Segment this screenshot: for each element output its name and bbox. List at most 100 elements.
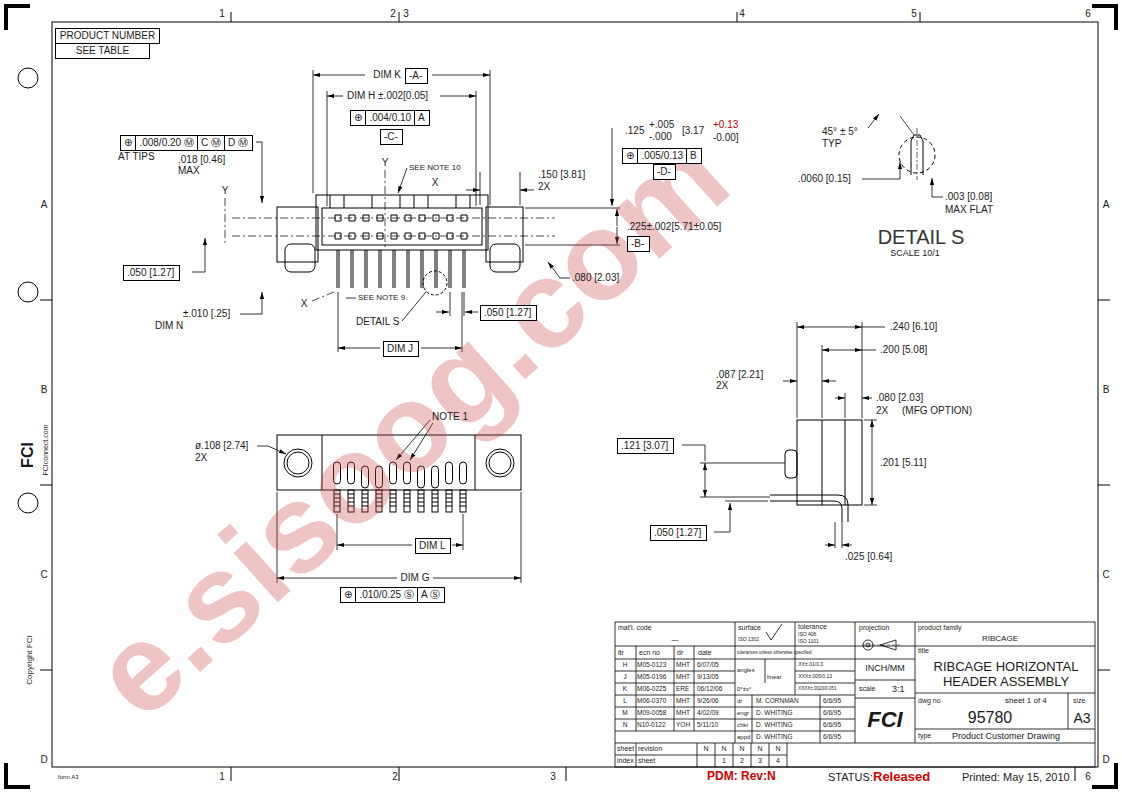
title-block-cell: 6/6/95 <box>823 697 841 704</box>
node-text: -D- <box>654 165 674 179</box>
dimension-text: .200 [5.08] <box>880 344 927 356</box>
product-number-box: PRODUCT NUMBER <box>55 28 160 44</box>
dimension-text: 2X <box>716 380 728 391</box>
node-text: ⊕ <box>341 588 355 602</box>
header-side-view <box>770 420 862 522</box>
title-block-cell: 95780 <box>968 709 1013 726</box>
title-block-cell: 6/07/05 <box>697 661 719 668</box>
dimension-text: .025 [0.64] <box>845 551 892 562</box>
title-block-cell: date <box>698 649 712 656</box>
dimension-text: .150 [3.81] <box>538 169 585 180</box>
status-text: Released <box>873 769 930 784</box>
title-block-cell: 9/13/05 <box>697 673 719 680</box>
title-block-cell: angles <box>737 667 755 673</box>
dimension-line <box>313 70 490 205</box>
title-block-cell: surface <box>738 624 761 631</box>
dimension-line <box>402 292 426 321</box>
datum-box: -A- <box>405 68 428 84</box>
title-block-cell: MHT <box>676 661 690 668</box>
note-callout: SEE NOTE 10 <box>409 163 461 172</box>
drawing-frame <box>52 22 1098 767</box>
dimension-text: .080 [2.03] <box>572 272 619 283</box>
dimension-text: X <box>301 298 308 310</box>
dimension-box: .121 [3.07] <box>617 438 674 454</box>
status-text: STATUS: <box>828 771 873 784</box>
title-block-cell: H <box>623 661 628 668</box>
title-block-cell: N <box>757 745 762 753</box>
zone-marker: 3 <box>403 8 409 20</box>
dimension-text: TYP <box>822 138 841 150</box>
dimension-line <box>700 463 785 497</box>
title-block-cell: 2 <box>740 757 744 764</box>
title-block-cell: index <box>617 757 634 765</box>
dimension-line <box>864 420 877 505</box>
datum-box: -D- <box>653 164 676 180</box>
title-block-cell: 0°±x° <box>737 686 751 693</box>
title-block-cell: 3:1 <box>892 684 905 694</box>
node-text: DIM L <box>416 539 449 553</box>
title-block-cell: N <box>775 745 780 753</box>
node-text: A Ⓢ <box>417 588 443 602</box>
title-block-cell: index <box>617 757 634 764</box>
zone-marker: 4 <box>739 8 745 19</box>
zone-marker: D <box>1102 754 1109 766</box>
dimension-line <box>822 350 862 351</box>
logo-text: FCI <box>867 707 902 732</box>
title-block-cell: 95780 <box>968 709 1013 727</box>
dimension-line <box>192 238 205 272</box>
title-block-grid <box>636 622 1068 767</box>
dimension-line <box>433 578 521 579</box>
title-block-cell: product family <box>918 624 962 631</box>
title-block-cell: N <box>703 745 708 752</box>
title-block-cell: MHT <box>676 709 690 716</box>
dimension-line <box>714 503 730 532</box>
zone-marker: C <box>40 569 47 581</box>
dimension-text: Y <box>222 185 229 197</box>
dimension-text: .240 [6.10] <box>890 321 937 332</box>
header-side-view <box>785 450 797 478</box>
title-block-cell: ISO 1101 <box>798 639 819 645</box>
dimension-text: DETAIL S <box>878 226 965 248</box>
title-block-cell: 9/13/05 <box>697 673 719 680</box>
dimension-line <box>256 142 262 203</box>
dimension-text: DIM H ±.002[0.05] <box>347 90 428 101</box>
dimension-line <box>797 327 862 328</box>
dimension-text: .240 [6.10] <box>890 321 937 333</box>
dimension-text: SCALE 10/1 <box>890 248 940 258</box>
dimension-line <box>452 545 463 546</box>
title-block-cell: MHT <box>676 673 690 680</box>
zone-marker: 4 <box>739 8 745 20</box>
dimension-text: .225±.002[5.71±0.05] <box>627 221 721 233</box>
title-block-cell: 2 <box>740 757 744 765</box>
header-front-view <box>285 244 315 272</box>
zone-marker: 6 <box>1085 771 1091 782</box>
dimension-box: .050 [1.27] <box>650 525 707 541</box>
title-block-cell: tolerance <box>798 623 827 631</box>
zone-marker: 1 <box>219 8 225 19</box>
node-text: .050 [1.27] <box>481 306 534 320</box>
title-block-cell: linear <box>767 674 782 681</box>
zone-marker: 2 <box>392 771 398 782</box>
title-block-cell: L <box>623 697 627 704</box>
tolerance-frame: ⊕.004/0.10A <box>350 110 430 126</box>
zone-marker: 1 <box>219 771 225 782</box>
title-block-cell: product family <box>918 624 962 632</box>
title-block-cell: 3:1 <box>892 684 905 694</box>
title-block-cell: tolerances unless otherwise specified <box>737 650 812 655</box>
dimension-text: +.005 <box>649 119 674 131</box>
zone-marker: 5 <box>911 8 917 20</box>
title-block-cell: 6/6/95 <box>823 733 841 740</box>
header-side-view <box>797 420 862 505</box>
dimension-text: .225±.002[5.71±0.05] <box>627 221 721 232</box>
dimension-text: +0.13 <box>713 119 738 130</box>
dimension-text: ±.010 [.25] <box>183 308 230 320</box>
dimension-line <box>520 190 534 191</box>
title-block-cell: chkr <box>737 722 748 729</box>
node-text: .008/0.20 Ⓜ <box>135 136 196 150</box>
title-block-cell: J <box>623 673 626 680</box>
title-block-cell: N <box>739 745 744 753</box>
title-block-cell: chkr <box>737 722 748 728</box>
detail-s-view <box>862 114 943 197</box>
title-block-cell: sheet <box>638 757 655 764</box>
title-block-cell: title <box>918 647 929 654</box>
